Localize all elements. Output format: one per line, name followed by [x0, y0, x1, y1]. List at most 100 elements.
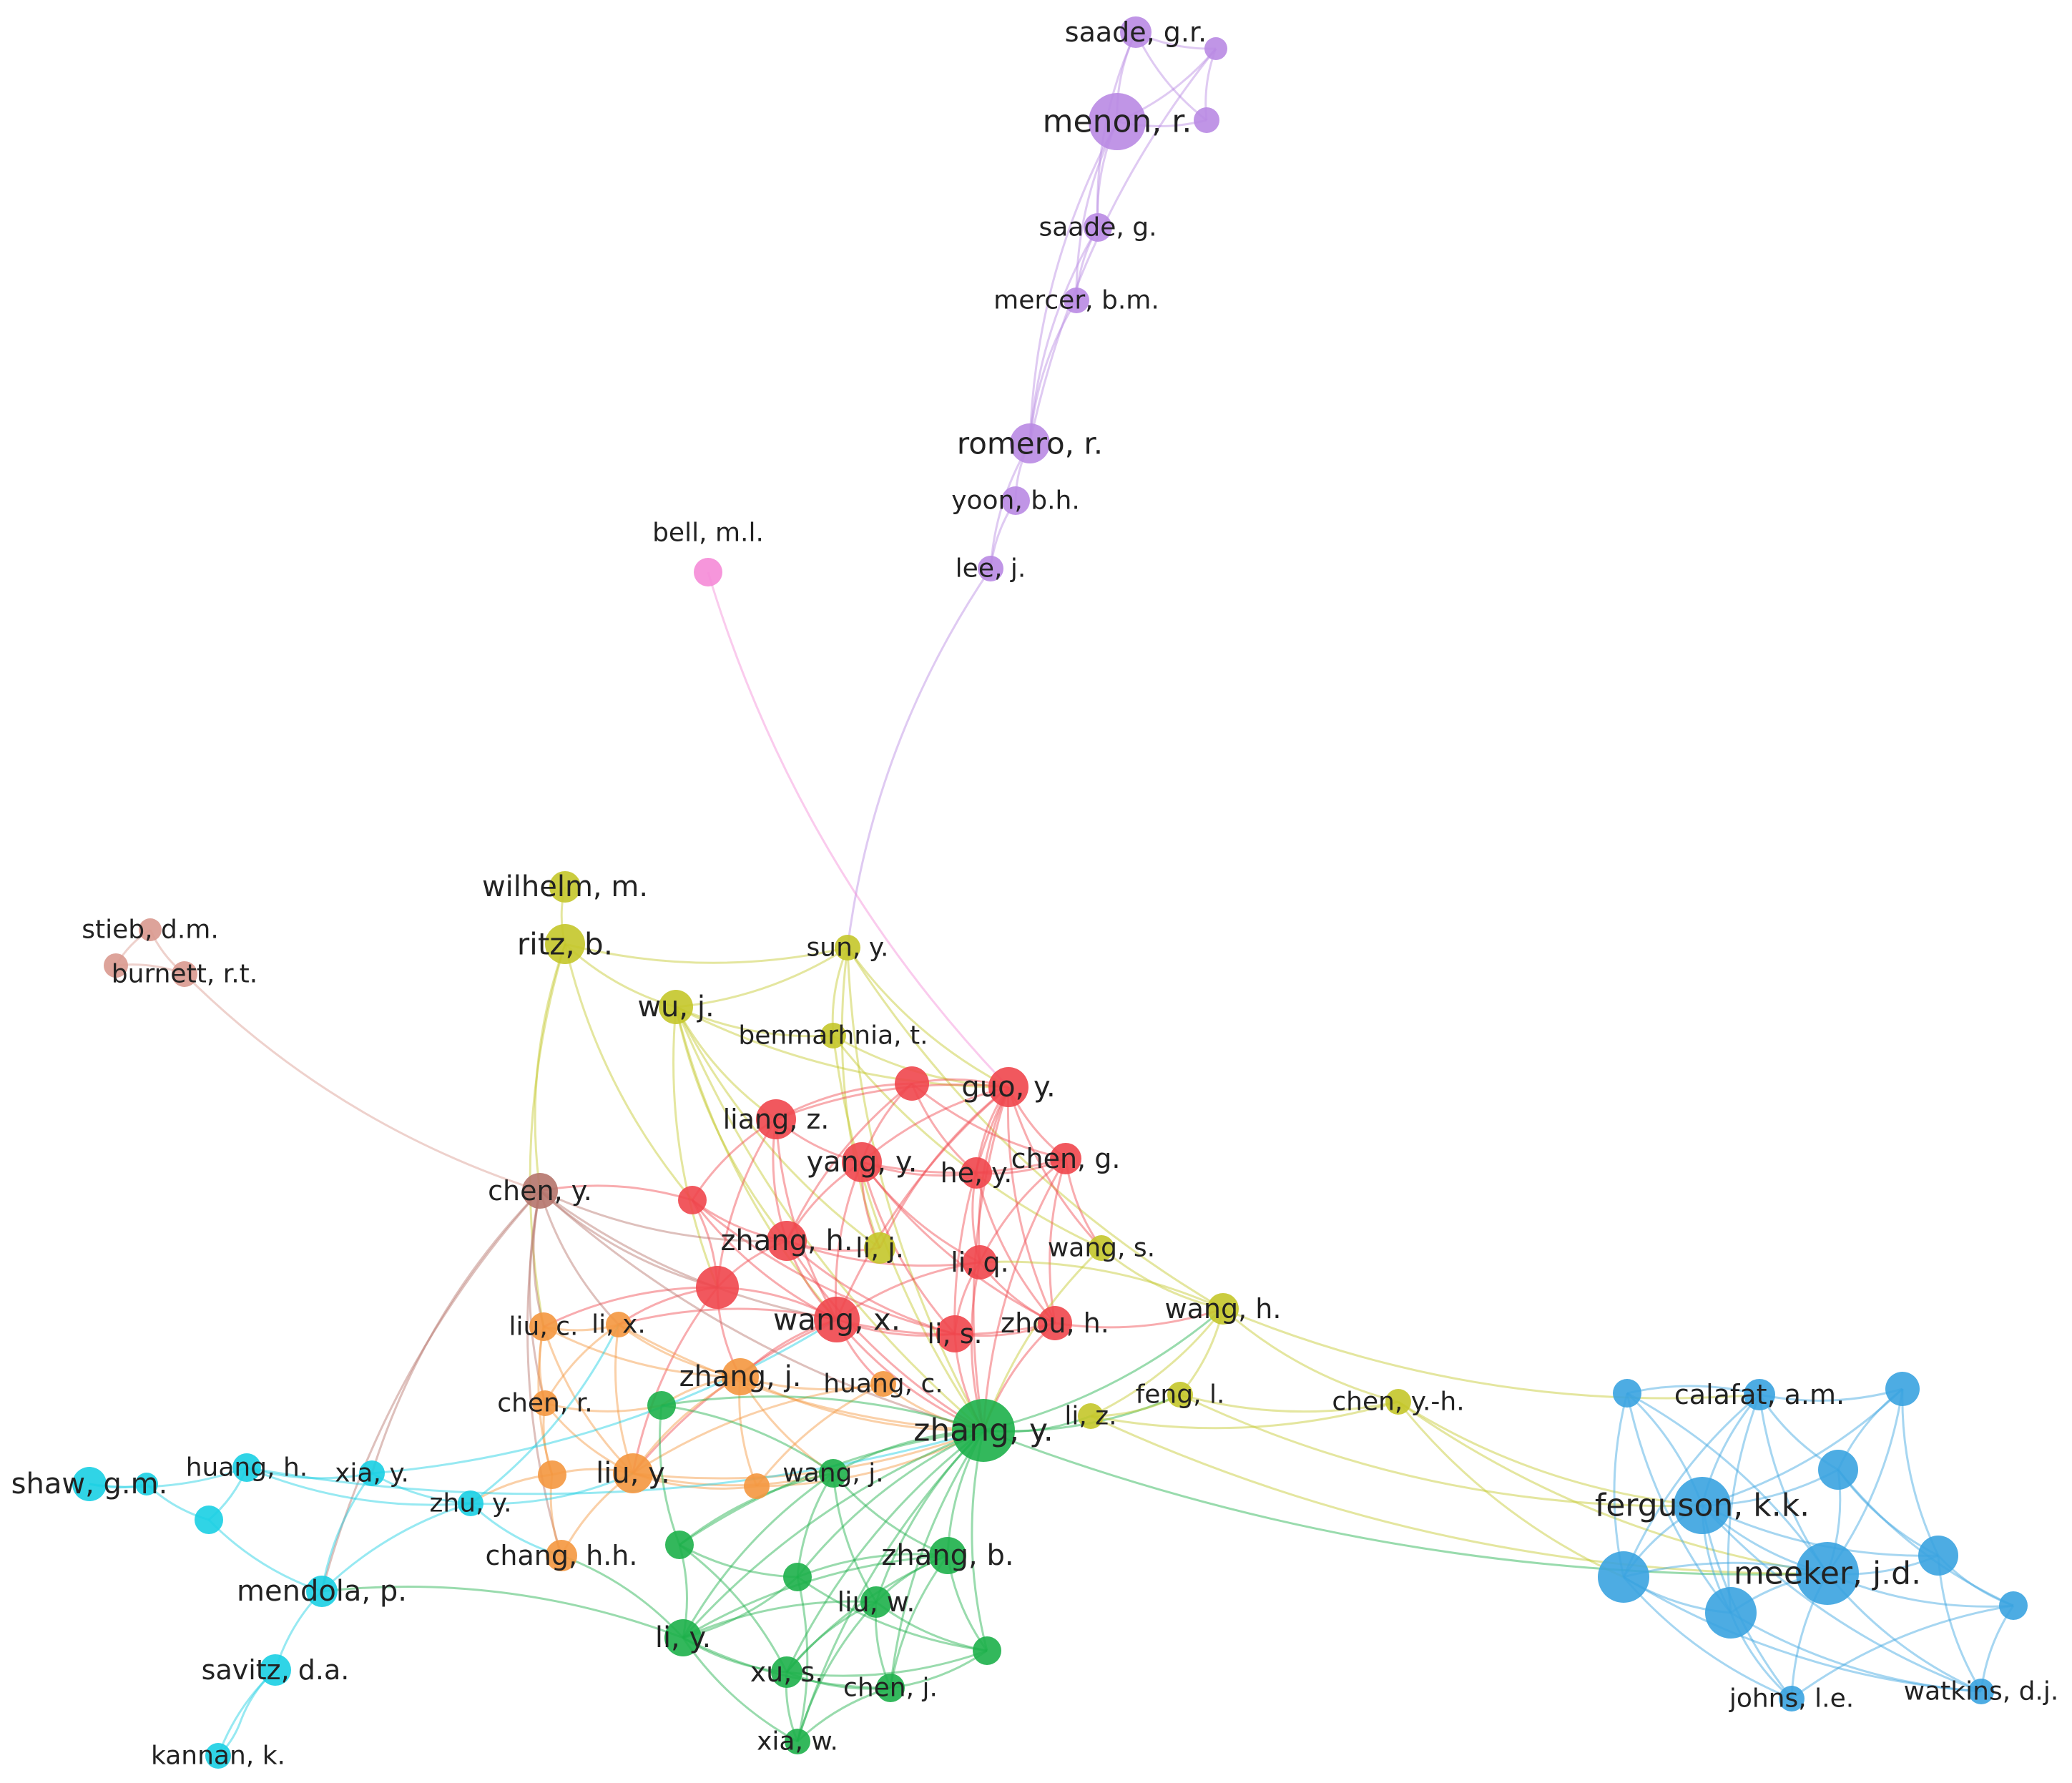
label-feng-l: feng, l. [1136, 1380, 1225, 1410]
edge-wang-j-liu-w [832, 1473, 878, 1603]
node-orange-b[interactable] [744, 1473, 770, 1499]
edge-zhu-y-liu-y [470, 1472, 634, 1506]
node-liang-z[interactable] [756, 1099, 796, 1139]
node-chen-j[interactable] [876, 1674, 905, 1702]
node-menon-r[interactable] [1089, 93, 1146, 150]
node-green-d[interactable] [973, 1636, 1001, 1665]
node-li-j[interactable] [864, 1232, 895, 1264]
edge-green-b-green-c [679, 1543, 798, 1578]
node-green-c[interactable] [783, 1563, 812, 1591]
node-green-b[interactable] [665, 1531, 694, 1559]
node-liu-c[interactable] [529, 1312, 558, 1341]
node-huang-h[interactable] [232, 1453, 261, 1482]
label-benmarhnia-t: benmarhnia, t. [738, 1021, 928, 1051]
edge-wu-j-sun-y [675, 946, 848, 1008]
node-zhang-b[interactable] [929, 1537, 966, 1574]
label-mendola-p: mendola, p. [237, 1575, 407, 1608]
edge-zhang-y-li-y [682, 1429, 984, 1639]
edge-guo-y-wang-s [1007, 1086, 1103, 1249]
node-wang-j[interactable] [819, 1459, 848, 1488]
node-blue-a[interactable] [1613, 1379, 1641, 1408]
node-savitz-da[interactable] [260, 1654, 291, 1686]
node-blue-e[interactable] [1705, 1587, 1757, 1639]
node-li-q[interactable] [963, 1245, 997, 1279]
node-red-a[interactable] [895, 1066, 929, 1101]
node-zhu-y[interactable] [458, 1490, 483, 1516]
edge-li-z-meeker-jd [1090, 1415, 1828, 1575]
node-kannan-k[interactable] [205, 1743, 231, 1769]
node-saade-gr[interactable] [1120, 16, 1152, 48]
node-mercer-bm[interactable] [1064, 288, 1089, 313]
node-feng-l[interactable] [1167, 1382, 1193, 1408]
node-ferguson-kk[interactable] [1674, 1477, 1731, 1534]
node-zhang-j[interactable] [722, 1358, 759, 1395]
node-li-x[interactable] [606, 1312, 632, 1337]
node-watkins-dj[interactable] [1968, 1679, 1994, 1704]
node-cyan-b[interactable] [195, 1506, 223, 1534]
node-li-y[interactable] [664, 1619, 702, 1656]
node-lee-j[interactable] [978, 556, 1003, 581]
node-wang-s[interactable] [1089, 1235, 1114, 1261]
node-wang-x[interactable] [814, 1297, 860, 1342]
node-blue-g[interactable] [1999, 1591, 2028, 1620]
node-blue-f[interactable] [1918, 1536, 1958, 1576]
node-chen-r[interactable] [532, 1390, 558, 1416]
node-zhang-h[interactable] [767, 1221, 807, 1261]
edge-blue-d-johns-le [1622, 1576, 1792, 1700]
node-purple-a[interactable] [1204, 37, 1227, 60]
edge-zhu-y-li-x [470, 1324, 620, 1505]
node-sun-y[interactable] [835, 935, 860, 961]
label-lee-j: lee, j. [956, 554, 1026, 584]
node-burnett-rt[interactable] [172, 961, 197, 987]
node-xu-s[interactable] [771, 1656, 802, 1688]
node-chen-y[interactable] [522, 1173, 558, 1209]
node-purple-b[interactable] [1194, 107, 1219, 133]
node-xia-w[interactable] [785, 1729, 810, 1754]
node-salmon-a[interactable] [104, 953, 128, 978]
node-wu-j[interactable] [659, 990, 693, 1024]
label-chen-j: chen, j. [843, 1674, 938, 1703]
node-chen-yh[interactable] [1385, 1389, 1411, 1415]
node-cyan-a[interactable] [135, 1473, 158, 1495]
node-romero-r[interactable] [1010, 423, 1050, 463]
node-yang-y[interactable] [842, 1142, 882, 1182]
node-johns-le[interactable] [1779, 1686, 1805, 1711]
node-benmarhnia-t[interactable] [820, 1023, 846, 1048]
edge-ferguson-kk-blue-b [1702, 1387, 1904, 1507]
edge-zhang-j-zhang-y [740, 1375, 984, 1432]
node-red-c[interactable] [678, 1186, 707, 1214]
node-zhou-h[interactable] [1038, 1306, 1072, 1340]
node-saade-g[interactable] [1084, 213, 1112, 242]
node-li-s[interactable] [936, 1315, 973, 1352]
node-wilhelm-m[interactable] [549, 871, 581, 903]
label-sun-y: sun, y. [807, 933, 889, 963]
node-blue-c[interactable] [1818, 1450, 1858, 1490]
node-red-b[interactable] [696, 1266, 739, 1309]
node-green-a[interactable] [647, 1391, 676, 1420]
node-mendola-p[interactable] [306, 1576, 338, 1607]
node-chen-g[interactable] [1050, 1143, 1081, 1174]
node-zhang-y[interactable] [952, 1399, 1015, 1462]
node-xia-y[interactable] [359, 1460, 385, 1486]
node-bell-ml[interactable] [694, 558, 722, 586]
node-ritz-b[interactable] [545, 924, 585, 964]
node-orange-a[interactable] [538, 1460, 566, 1489]
edge-sun-y-wang-h [846, 947, 1224, 1310]
node-meeker-jd[interactable] [1796, 1542, 1859, 1605]
node-wang-h[interactable] [1207, 1293, 1239, 1325]
node-chang-hh[interactable] [546, 1540, 577, 1571]
node-liu-y[interactable] [613, 1453, 653, 1493]
edge-zhang-y-xia-w [796, 1429, 985, 1742]
node-yoon-bh[interactable] [1001, 486, 1030, 515]
node-huang-c[interactable] [870, 1371, 896, 1397]
node-calafat-am[interactable] [1744, 1379, 1775, 1410]
node-shaw-gm[interactable] [72, 1467, 107, 1501]
node-blue-b[interactable] [1885, 1372, 1920, 1406]
node-blue-d[interactable] [1598, 1551, 1649, 1603]
node-he-y[interactable] [961, 1157, 992, 1189]
node-liu-w[interactable] [860, 1586, 892, 1618]
node-guo-y[interactable] [988, 1067, 1028, 1107]
node-li-z[interactable] [1078, 1403, 1104, 1429]
node-stieb-dm[interactable] [139, 918, 162, 941]
edge-chen-y-chang-hh [526, 1190, 563, 1556]
